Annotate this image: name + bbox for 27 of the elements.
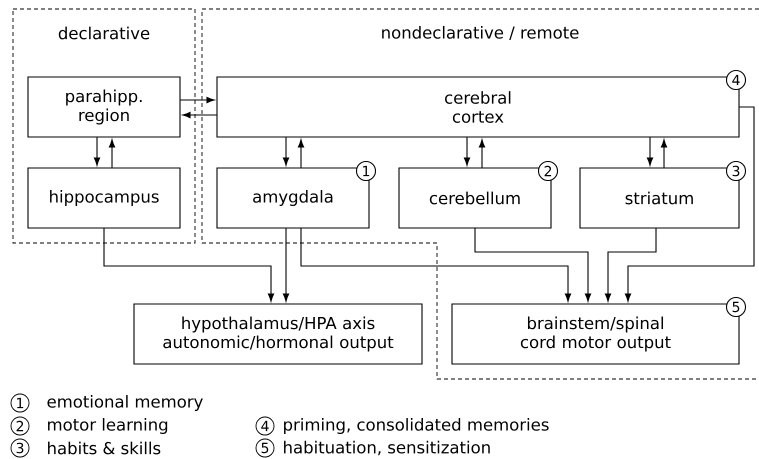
region-box: parahipp. region — [27, 76, 181, 138]
arrow — [282, 138, 290, 166]
arrow — [660, 139, 668, 168]
region-heading: nondeclarative / remote — [382, 26, 578, 40]
region-frame — [12, 8, 196, 244]
arrow — [300, 228, 572, 302]
arrow — [182, 112, 216, 118]
arrow — [604, 228, 657, 302]
region-box: hippocampus — [27, 167, 181, 229]
region-heading: declarative — [58, 26, 150, 40]
region-box: hypothalamus/HPA axis autonomic/hormonal output — [133, 303, 423, 365]
arrow — [646, 138, 654, 166]
arrow — [180, 96, 215, 104]
arrow — [474, 228, 592, 302]
legend-text: emotional memory — [47, 395, 203, 411]
arrow — [108, 139, 116, 168]
legend-text: habituation, sensitization — [284, 440, 490, 456]
arrow — [282, 228, 290, 302]
arrow — [478, 139, 486, 168]
legend-text: motor learning — [48, 418, 168, 434]
legend-text: priming, consolidated memories — [284, 418, 549, 434]
legend-text: habits & skills — [48, 442, 160, 454]
arrow — [298, 139, 304, 168]
arrow — [94, 138, 100, 166]
arrow — [103, 228, 274, 302]
arrow — [624, 106, 755, 302]
arrow — [464, 138, 470, 166]
